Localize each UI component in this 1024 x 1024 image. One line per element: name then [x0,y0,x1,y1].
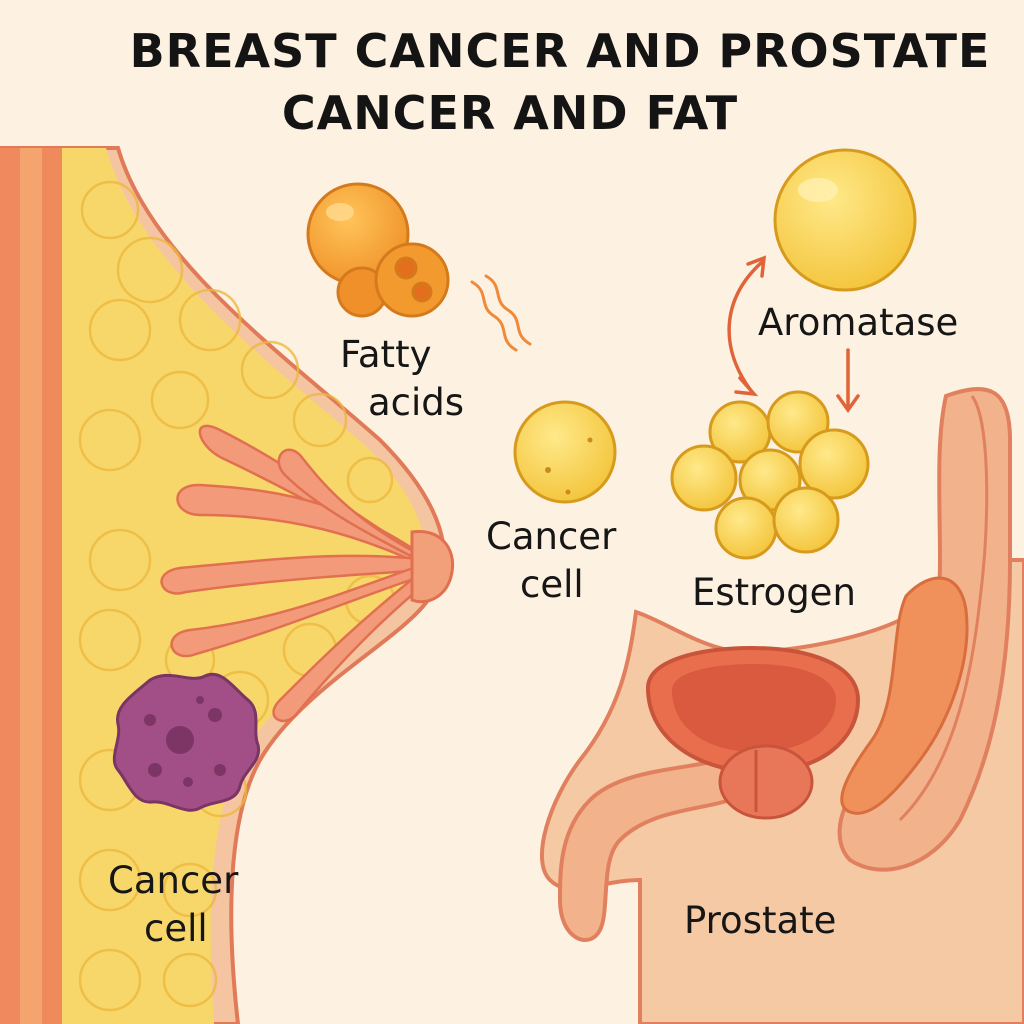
urethra-penis [557,757,733,942]
cancer-cell-fat [513,400,617,504]
cancer-cell-middle-label-line-1: Cancer [486,515,617,558]
prostate-region [540,386,1024,1024]
bladder-inner [672,664,836,752]
title-line-2: CANCER AND FAT [281,86,739,140]
breast-cross-section [0,146,455,1024]
cancer-cell-middle-label-line-2: cell [520,563,584,606]
prostate-gland [718,744,814,820]
rectum [837,386,1012,872]
cancer-cell-breast-label-line-2: cell [144,907,208,950]
milk-ducts [160,424,432,723]
breast-tumor [112,672,261,812]
title-line-1: BREAST CANCER AND PROSTATE [129,24,991,78]
fatty-acids-label-line-2: acids [368,381,465,424]
aromatase-label: Aromatase [758,301,959,344]
cancer-cell-breast-label-line-1: Cancer [108,859,239,902]
rectum-wall [898,395,989,822]
prostate-label: Prostate [684,899,837,942]
seminal-gland [840,576,969,815]
chest-wall-inner [42,148,62,1024]
chest-wall-band [0,148,20,1024]
nipple [410,530,455,604]
estrogen-label: Estrogen [692,571,856,614]
conversion-arrows [727,255,860,414]
fatty-acid-chains [470,274,532,352]
fatty-acid-cluster [306,182,450,318]
chest-wall-muscle [20,148,42,1024]
fatty-acids-label-line-1: Fatty [340,333,432,376]
aromatase-fat-cell [773,148,917,292]
estrogen-cluster [670,390,870,560]
